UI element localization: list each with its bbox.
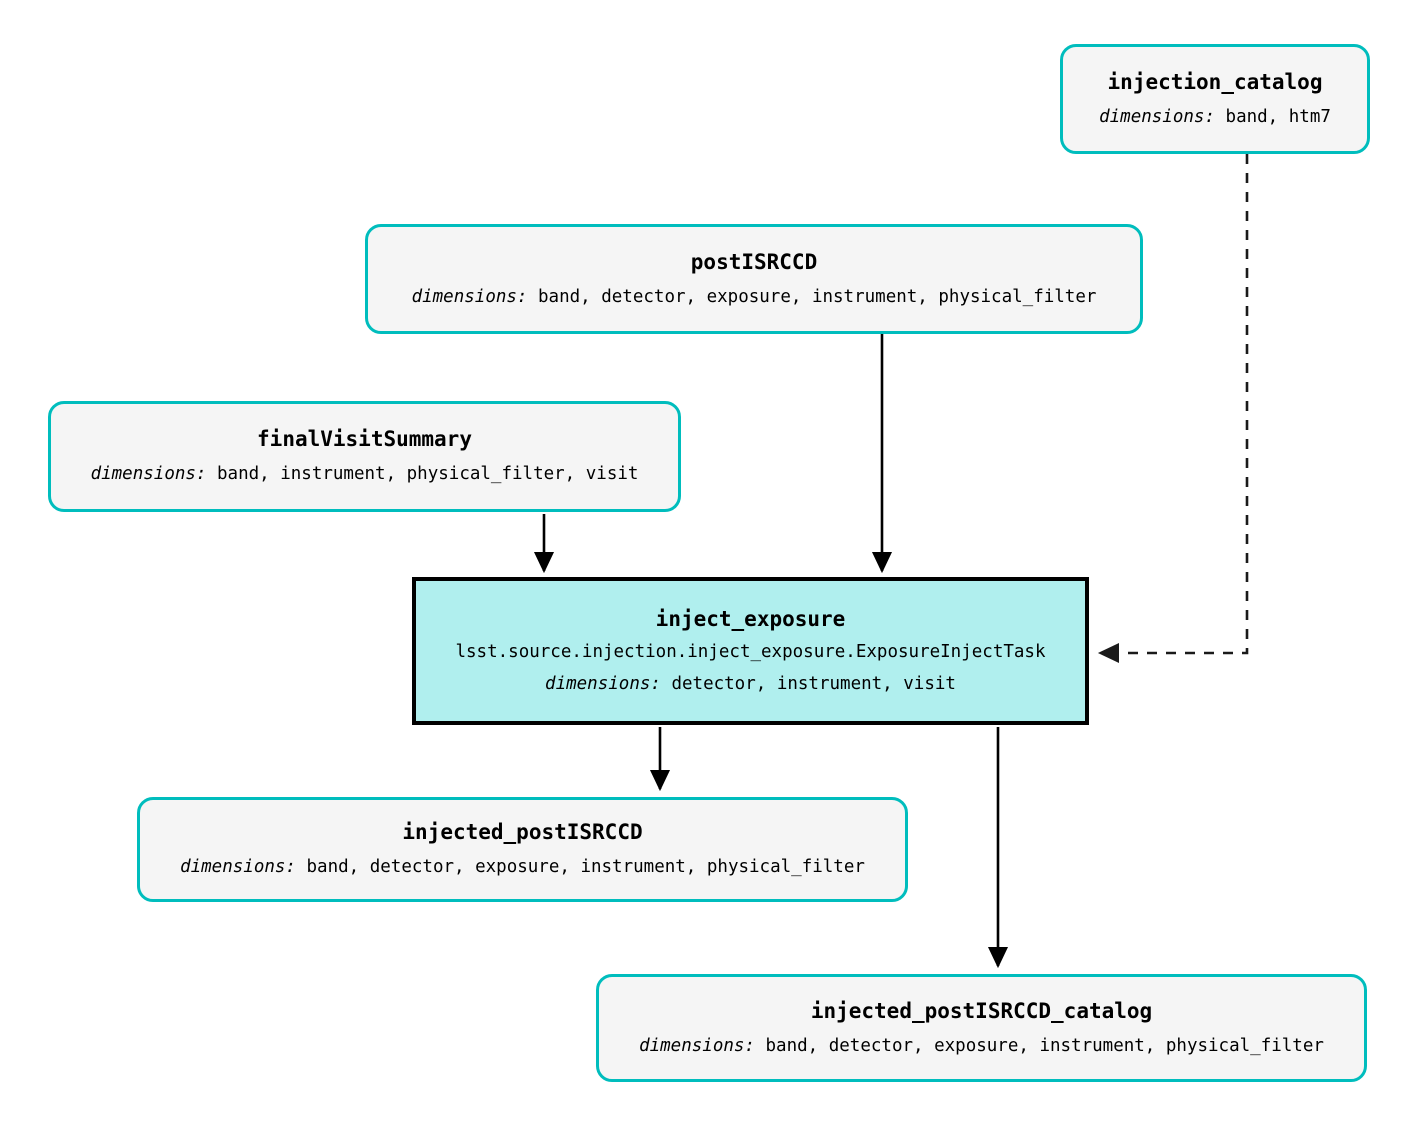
node-postisrccd-dimensions: dimensions: band, detector, exposure, in… — [411, 286, 1097, 307]
node-inject-exposure-dimensions: dimensions: detector, instrument, visit — [545, 673, 956, 694]
dimensions-label: dimensions: — [1099, 106, 1226, 127]
node-injected-postisrccd-catalog[interactable]: injected_postISRCCD_catalog dimensions: … — [596, 974, 1367, 1082]
node-injection-catalog[interactable]: injection_catalog dimensions: band, htm7 — [1060, 44, 1370, 154]
node-inject-exposure-title: inject_exposure — [655, 607, 846, 632]
node-injection-catalog-dimensions: dimensions: band, htm7 — [1099, 106, 1331, 127]
node-finalvisitsummary-title: finalVisitSummary — [257, 427, 472, 452]
node-finalvisitsummary[interactable]: finalVisitSummary dimensions: band, inst… — [48, 401, 681, 512]
node-inject-exposure[interactable]: inject_exposure lsst.source.injection.in… — [412, 577, 1089, 725]
dimensions-label: dimensions: — [90, 464, 217, 485]
dimensions-label: dimensions: — [411, 286, 539, 307]
dimensions-value: band, detector, exposure, instrument, ph… — [765, 1035, 1324, 1056]
node-injected-postisrccd-catalog-title: injected_postISRCCD_catalog — [810, 998, 1153, 1023]
dimensions-value: band, htm7 — [1225, 106, 1331, 127]
node-injected-postisrccd-dimensions: dimensions: band, detector, exposure, in… — [180, 858, 865, 877]
node-injected-postisrccd-catalog-dimensions: dimensions: band, detector, exposure, in… — [639, 1035, 1324, 1056]
node-postisrccd[interactable]: postISRCCD dimensions: band, detector, e… — [365, 224, 1143, 334]
node-inject-exposure-class: lsst.source.injection.inject_exposure.Ex… — [455, 642, 1046, 663]
dimensions-label: dimensions: — [639, 1035, 766, 1056]
node-finalvisitsummary-dimensions: dimensions: band, instrument, physical_f… — [91, 465, 639, 484]
dimensions-value: band, detector, exposure, instrument, ph… — [306, 857, 865, 878]
node-injected-postisrccd-title: injected_postISRCCD — [402, 820, 643, 845]
dimensions-label: dimensions: — [545, 673, 672, 694]
dimensions-label: dimensions: — [180, 857, 307, 878]
node-postisrccd-title: postISRCCD — [690, 249, 818, 274]
node-injected-postisrccd[interactable]: injected_postISRCCD dimensions: band, de… — [137, 797, 908, 902]
node-injection-catalog-title: injection_catalog — [1107, 69, 1323, 94]
dimensions-value: band, detector, exposure, instrument, ph… — [538, 286, 1097, 307]
dimensions-value: detector, instrument, visit — [671, 673, 956, 694]
dimensions-value: band, instrument, physical_filter, visit — [217, 464, 639, 485]
